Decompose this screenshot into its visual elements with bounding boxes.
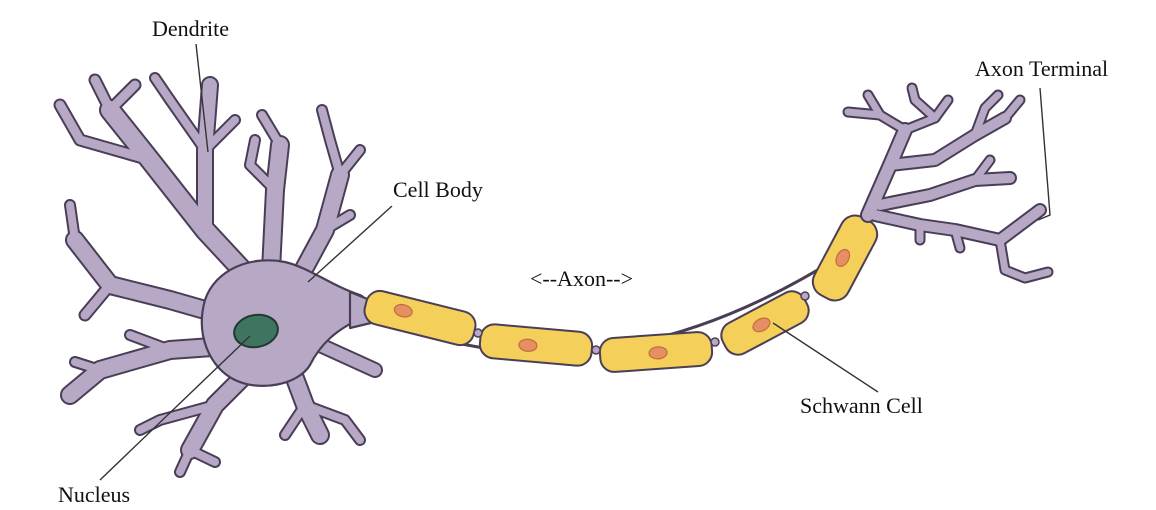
node-of-ranvier xyxy=(474,329,482,337)
schwann-cell-leader xyxy=(773,323,878,392)
nucleus-label: Nucleus xyxy=(58,484,130,506)
schwann-cell-1 xyxy=(362,288,479,348)
axon-label: <--Axon--> xyxy=(530,268,633,290)
dendrites xyxy=(60,78,375,472)
schwann-cell-5 xyxy=(808,210,883,306)
axon-terminal-branches xyxy=(848,88,1048,278)
schwann-cell-2 xyxy=(479,323,594,367)
schwann-cell-label: Schwann Cell xyxy=(800,395,923,417)
dendrite-label: Dendrite xyxy=(152,18,229,40)
cell-body-label: Cell Body xyxy=(393,179,483,201)
schwann-cell-3 xyxy=(599,331,713,373)
node-of-ranvier xyxy=(592,346,600,354)
node-of-ranvier xyxy=(801,292,809,300)
node-of-ranvier xyxy=(711,338,719,346)
cell-body xyxy=(202,260,367,386)
axon-terminal-label: Axon Terminal xyxy=(975,58,1108,80)
axon-terminal-leader xyxy=(1038,88,1050,220)
